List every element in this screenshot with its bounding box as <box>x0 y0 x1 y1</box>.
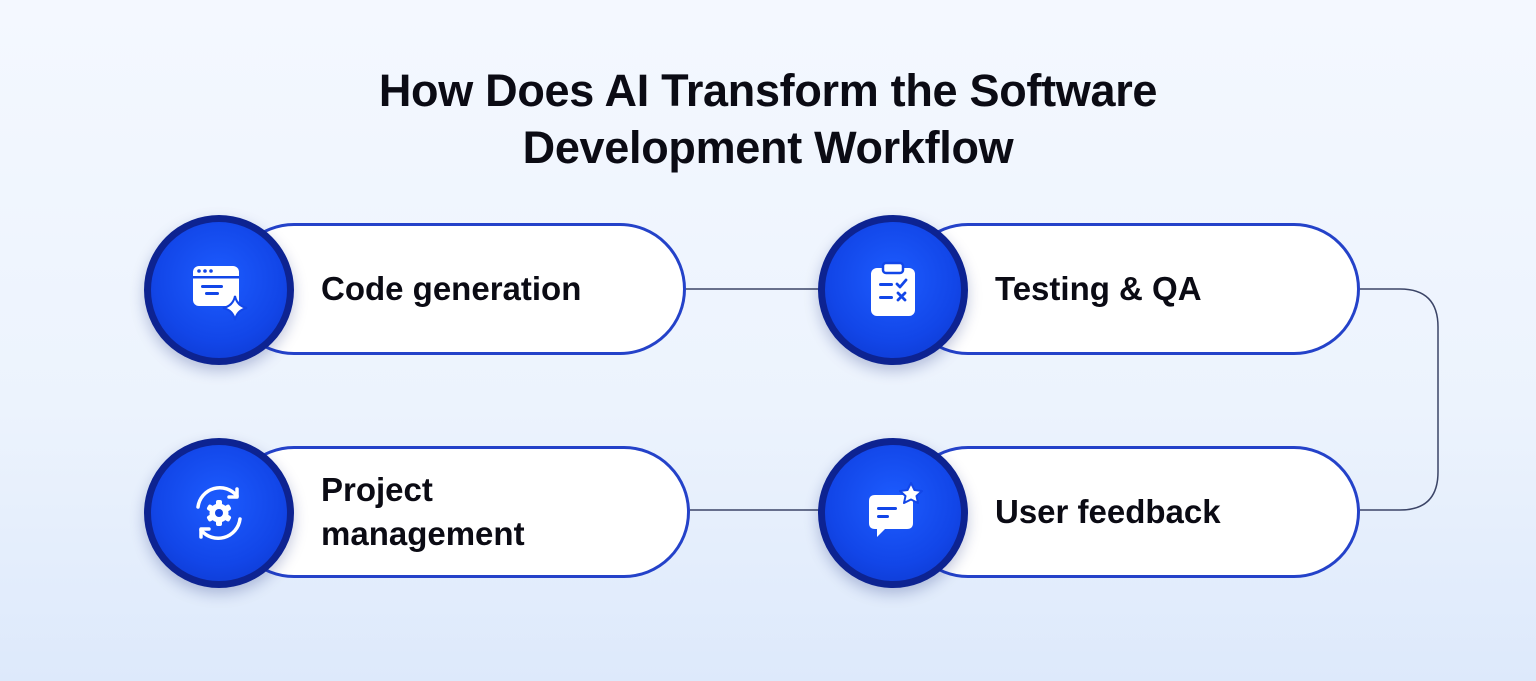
clipboard-check-icon <box>871 261 915 316</box>
connector-testing-to-feedback <box>1360 288 1439 511</box>
step-icon-circle <box>818 215 968 365</box>
step-code-generation: Code generation <box>228 223 686 355</box>
step-icon-circle <box>818 438 968 588</box>
code-window-sparkle-icon <box>193 266 248 321</box>
gear-cycle-icon <box>196 486 242 540</box>
step-icon-circle <box>144 438 294 588</box>
step-label-text: Code generation <box>321 270 582 307</box>
step-label: User feedback <box>995 449 1221 575</box>
step-label-line-1: Project <box>321 471 433 508</box>
step-label: Code generation <box>321 226 581 352</box>
page-title: How Does AI Transform the Software Devel… <box>0 62 1536 176</box>
title-line-2: Development Workflow <box>522 122 1014 173</box>
step-testing-qa: Testing & QA <box>902 223 1360 355</box>
step-icon-circle <box>144 215 294 365</box>
step-label-text: User feedback <box>995 493 1221 530</box>
step-label: Testing & QA <box>995 226 1202 352</box>
step-label-line-2: management <box>321 515 525 552</box>
title-line-1: How Does AI Transform the Software <box>378 65 1158 116</box>
step-label: Project management <box>321 449 525 575</box>
step-user-feedback: User feedback <box>902 446 1360 578</box>
chat-star-icon <box>869 482 923 537</box>
step-label-text: Testing & QA <box>995 270 1202 307</box>
step-project-management: Project management <box>228 446 690 578</box>
